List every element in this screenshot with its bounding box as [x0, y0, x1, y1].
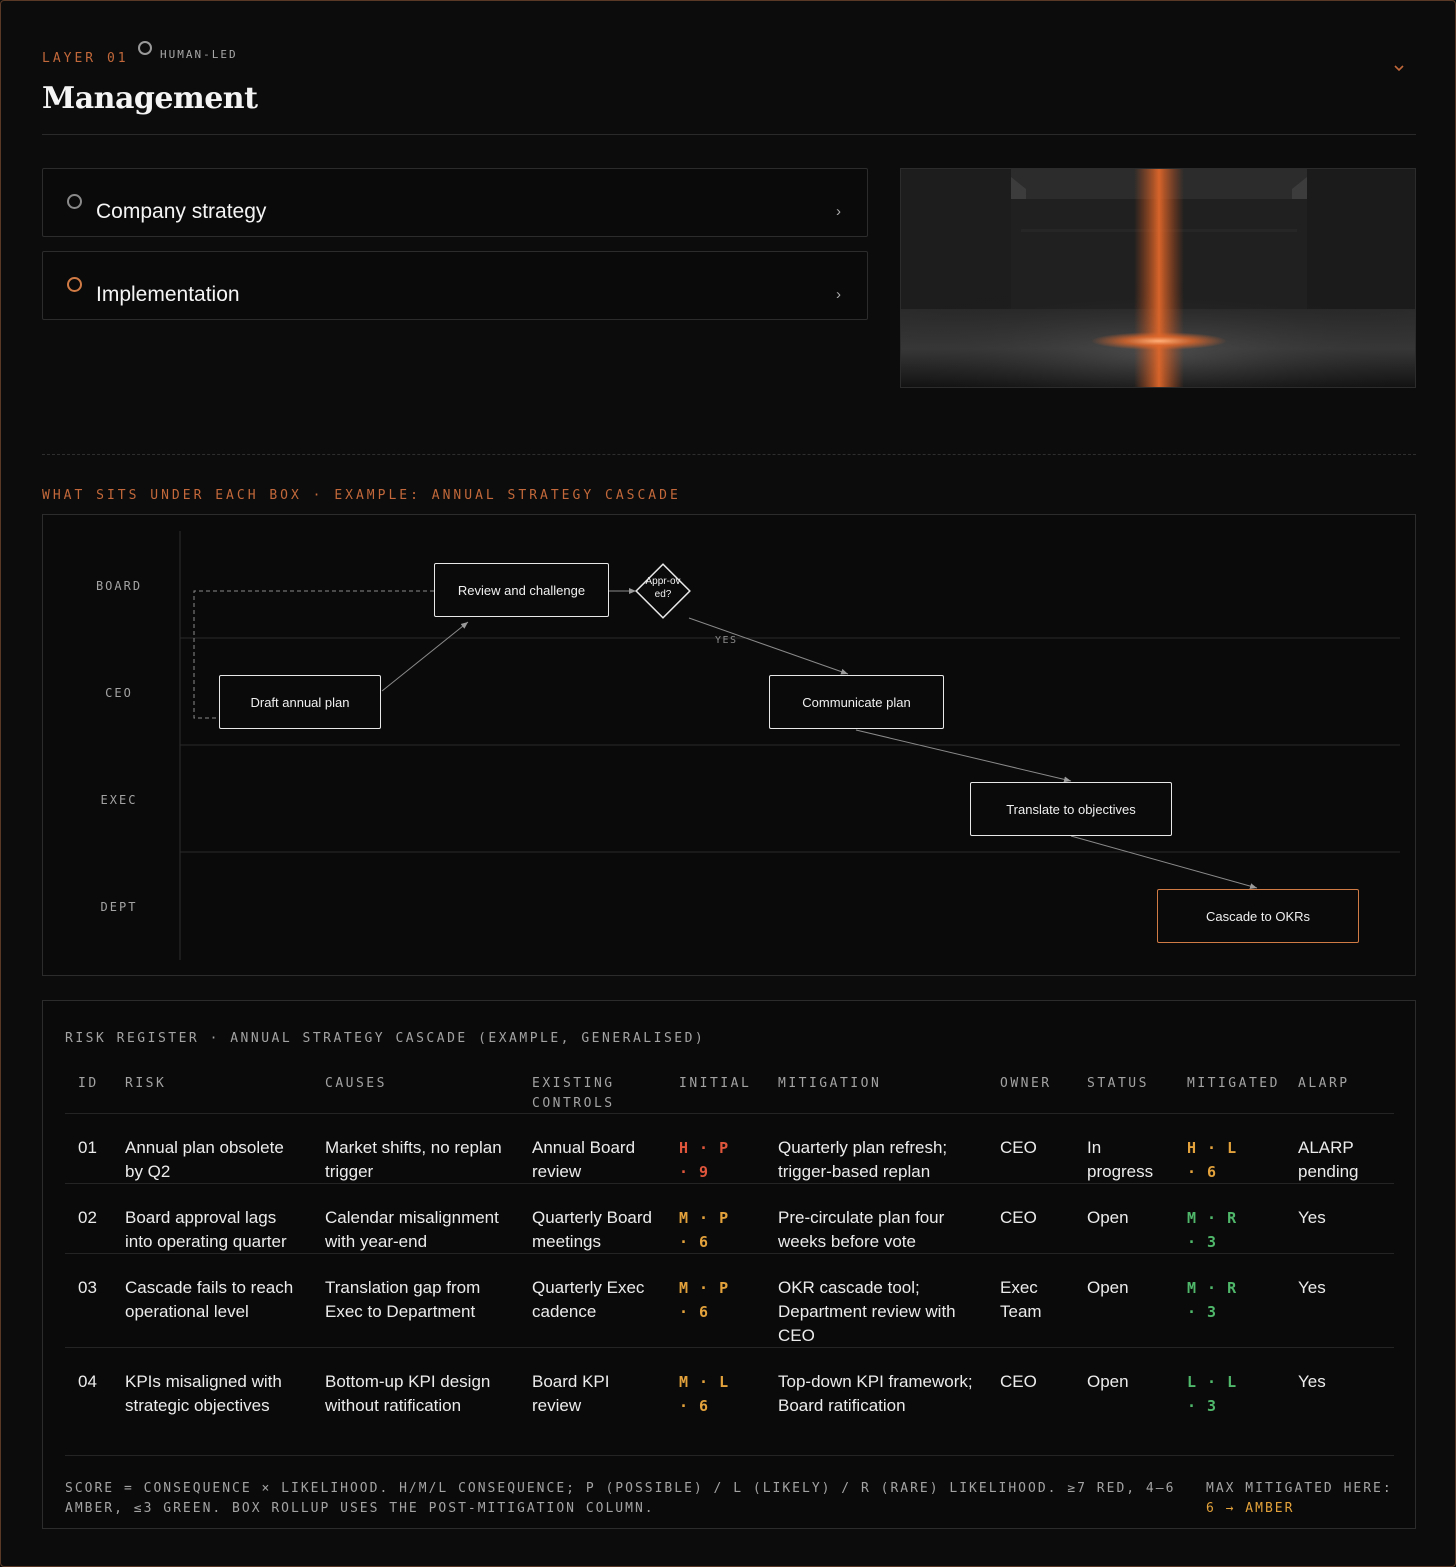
cell-initial: M · L · 6 [679, 1373, 730, 1415]
cell-owner: CEO [1000, 1372, 1037, 1391]
cell-controls: Quarterly Board meetings [532, 1208, 652, 1251]
table-row: 04 KPIs misaligned with strategic objecti… [65, 1347, 1394, 1455]
table-row: 03 Cascade fails to reach operational lev… [65, 1253, 1394, 1347]
cell-controls: Quarterly Exec cadence [532, 1278, 645, 1321]
cell-mitigation: OKR cascade tool; Department review with… [778, 1278, 956, 1345]
decision-diamond-label: Appr-oved? [645, 576, 681, 600]
col-header-existing-controls: EXISTING CONTROLS [532, 1076, 615, 1111]
cell-status: In progress [1087, 1138, 1154, 1181]
yes-label: YES [715, 635, 738, 646]
max-mitigated-note: MAX MITIGATED HERE: 6 → AMBER [1206, 1479, 1393, 1519]
cell-alarp: Yes [1298, 1278, 1326, 1297]
cell-mitigation: Pre-circulate plan four weeks before vot… [778, 1208, 945, 1251]
cell-risk: Board approval lags into operating quart… [125, 1208, 287, 1251]
max-mitigated-value: 6 → AMBER [1206, 1501, 1295, 1516]
lane-label-exec: EXEC [100, 793, 138, 807]
cell-mitigated: H · L · 6 [1187, 1139, 1238, 1181]
card-implementation[interactable]: Implementation › [42, 251, 868, 320]
cell-owner: CEO [1000, 1138, 1037, 1157]
layer-label: LAYER 01 [42, 51, 129, 66]
cell-status: Open [1087, 1278, 1129, 1297]
cell-initial: M · P · 6 [679, 1209, 730, 1251]
cell-id: 04 [78, 1372, 97, 1391]
cell-causes: Translation gap from Exec to Department [325, 1278, 481, 1321]
cell-owner: Exec Team [1000, 1278, 1042, 1321]
page-title: Management [42, 81, 258, 116]
section-label: WHAT SITS UNDER EACH BOX · EXAMPLE: ANNU… [42, 488, 681, 503]
node-cascade-to-okrs[interactable]: Cascade to OKRs [1157, 889, 1359, 943]
table-end-rule [65, 1455, 1394, 1456]
cell-status: Open [1087, 1372, 1129, 1391]
node-review-and-challenge[interactable]: Review and challenge [434, 563, 609, 617]
lane-label-board: BOARD [95, 579, 143, 593]
col-header-mitigated: MITIGATED [1187, 1076, 1280, 1091]
card-label: Implementation [96, 283, 240, 306]
cell-controls: Annual Board review [532, 1138, 636, 1181]
header-divider [42, 134, 1416, 135]
lane-label-dept: DEPT [100, 900, 138, 914]
chevron-right-icon: › [836, 203, 841, 220]
swimlane-diagram: BOARD CEO EXEC DEPT YES Appr-oved? Draft… [42, 514, 1416, 976]
cell-status: Open [1087, 1208, 1129, 1227]
cell-initial: M · P · 6 [679, 1279, 730, 1321]
cell-causes: Calendar misalignment with year-end [325, 1208, 499, 1251]
col-header-risk: RISK [125, 1076, 167, 1091]
col-header-id: ID [78, 1076, 99, 1091]
col-header-status: STATUS [1087, 1076, 1149, 1091]
cell-id: 03 [78, 1278, 97, 1297]
col-header-alarp: ALARP [1298, 1076, 1350, 1091]
table-row: 02 Board approval lags into operating qua… [65, 1183, 1394, 1253]
hero-image [900, 168, 1416, 388]
cell-id: 02 [78, 1208, 97, 1227]
cell-mitigated: M · R · 3 [1187, 1279, 1238, 1321]
chevron-right-icon: › [836, 286, 841, 303]
cell-initial: H · P · 9 [679, 1139, 730, 1181]
cell-mitigation: Quarterly plan refresh; trigger-based re… [778, 1138, 948, 1181]
cell-mitigated: L · L · 3 [1187, 1373, 1238, 1415]
cell-id: 01 [78, 1138, 97, 1157]
col-header-causes: CAUSES [325, 1076, 387, 1091]
cell-controls: Board KPI review [532, 1372, 610, 1415]
chevron-down-icon[interactable] [1392, 61, 1406, 75]
cell-risk: KPIs misaligned with strategic objective… [125, 1372, 282, 1415]
cell-risk: Cascade fails to reach operational level [125, 1278, 294, 1321]
lane-label-ceo: CEO [105, 686, 133, 700]
max-mitigated-label: MAX MITIGATED HERE: [1206, 1481, 1393, 1496]
swimlane-connectors [179, 531, 1400, 960]
cell-causes: Bottom-up KPI design without ratificatio… [325, 1372, 491, 1415]
cell-mitigation: Top-down KPI framework; Board ratificati… [778, 1372, 973, 1415]
human-led-indicator-icon [138, 41, 152, 55]
cell-risk: Annual plan obsolete by Q2 [125, 1138, 284, 1181]
card-company-strategy[interactable]: Company strategy › [42, 168, 868, 237]
section-divider [42, 454, 1416, 455]
mode-label: HUMAN-LED [160, 48, 238, 61]
node-draft-annual-plan[interactable]: Draft annual plan [219, 675, 381, 729]
node-communicate-plan[interactable]: Communicate plan [769, 675, 944, 729]
scoring-footnote: SCORE = CONSEQUENCE × LIKELIHOOD. H/M/L … [65, 1481, 1176, 1516]
table-row: 01 Annual plan obsolete by Q2 Market shift… [65, 1113, 1394, 1183]
status-circle-icon [67, 277, 82, 292]
cell-causes: Market shifts, no replan trigger [325, 1138, 502, 1181]
col-header-mitigation: MITIGATION [778, 1076, 882, 1091]
node-translate-to-objectives[interactable]: Translate to objectives [970, 782, 1172, 836]
status-circle-icon [67, 194, 82, 209]
risk-register-title: RISK REGISTER · ANNUAL STRATEGY CASCADE … [65, 1031, 706, 1046]
risk-register: RISK REGISTER · ANNUAL STRATEGY CASCADE … [42, 1000, 1416, 1529]
cell-alarp: ALARP pending [1298, 1138, 1359, 1181]
cell-alarp: Yes [1298, 1208, 1326, 1227]
card-label: Company strategy [96, 200, 267, 223]
col-header-owner: OWNER [1000, 1076, 1052, 1091]
cell-alarp: Yes [1298, 1372, 1326, 1391]
col-header-initial: INITIAL [679, 1076, 752, 1091]
cell-owner: CEO [1000, 1208, 1037, 1227]
cell-mitigated: M · R · 3 [1187, 1209, 1238, 1251]
